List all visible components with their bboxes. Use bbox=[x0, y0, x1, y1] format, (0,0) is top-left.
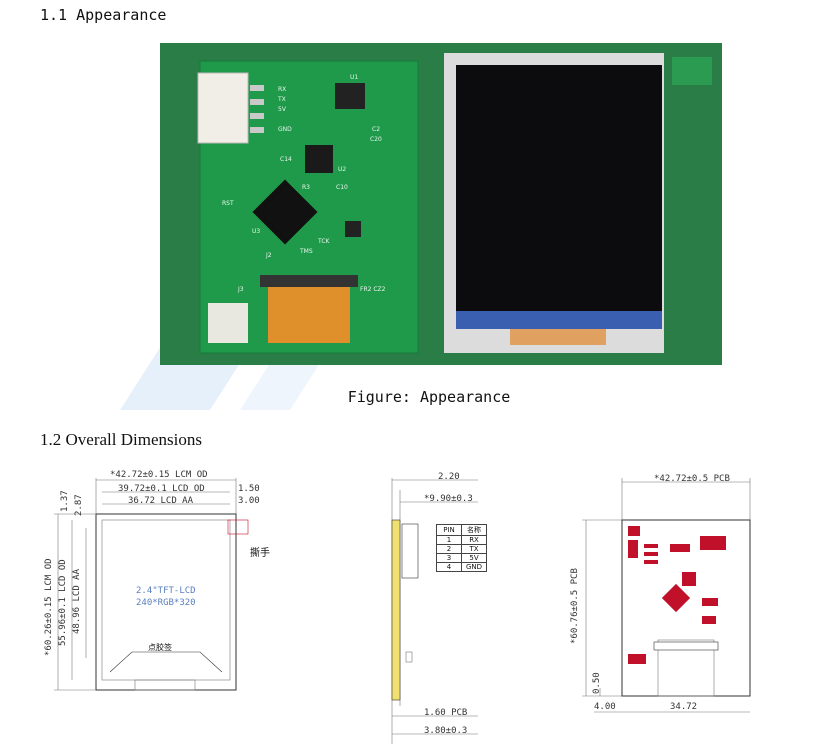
pin-table-cell: GND bbox=[460, 562, 488, 572]
dim-0-50: 0.50 bbox=[592, 672, 602, 694]
silk-j2: J2 bbox=[265, 252, 272, 259]
dim-1-50: 1.50 bbox=[238, 484, 260, 494]
pin-table-cell: 1 bbox=[436, 535, 462, 545]
dispense-label: 点胶签 bbox=[148, 643, 172, 652]
front-drawing-lines bbox=[54, 478, 249, 691]
silk-u3: U3 bbox=[252, 228, 260, 235]
silk-tck: TCK bbox=[317, 238, 331, 245]
dim-lcd-aa-vertical: 48.96 LCD AA bbox=[72, 568, 82, 634]
dim-9-90: *9.90±0.3 bbox=[424, 494, 473, 504]
silk-c10: C10 bbox=[336, 184, 348, 191]
pin-table-cell: 4 bbox=[436, 562, 462, 572]
dim-lcd-aa: 36.72 LCD AA bbox=[128, 496, 194, 506]
fpc-cable bbox=[268, 287, 350, 343]
pin-table-cell: 3 bbox=[436, 553, 462, 563]
dim-3-80: 3.80±0.3 bbox=[424, 726, 468, 736]
side-drawing-lines bbox=[391, 478, 478, 744]
dim-lcm-od: *42.72±0.15 LCM OD bbox=[110, 470, 208, 480]
appearance-photo: RX TX 5V GND U1 U2 U3 C2 C20 C10 R3 RST … bbox=[160, 43, 722, 365]
dim-1-37: 1.37 bbox=[60, 490, 70, 512]
tear-label: 撕手 bbox=[250, 548, 270, 559]
silk-u1: U1 bbox=[350, 74, 358, 81]
pin-table-cell: 5V bbox=[460, 553, 488, 563]
dim-lcd-od-vertical: 55.96±0.1 LCD OD bbox=[58, 559, 68, 646]
silk-fr-cz2: FR2 CZ2 bbox=[360, 286, 386, 293]
silk-u2: U2 bbox=[338, 166, 346, 173]
appearance-heading: 1.1 Appearance bbox=[40, 6, 167, 24]
back-dimension-drawing: *42.72±0.5 PCB *60.76±0.5 PCB 0.50 4.00 … bbox=[570, 468, 770, 730]
back-drawing-lines bbox=[582, 478, 751, 713]
screen-size-label: 2.4"TFT-LCD bbox=[136, 586, 196, 596]
dim-pcb-width: *42.72±0.5 PCB bbox=[654, 474, 730, 484]
silk-j3: J3 bbox=[237, 286, 244, 293]
silk-rx: RX bbox=[278, 86, 286, 93]
regulator-chip bbox=[335, 83, 365, 109]
photo-illustration: RX TX 5V GND U1 U2 U3 C2 C20 C10 R3 RST … bbox=[160, 43, 722, 365]
silk-tx: TX bbox=[277, 96, 286, 103]
screen-resolution-label: 240*RGB*320 bbox=[136, 598, 196, 608]
dim-34-72: 34.72 bbox=[670, 702, 698, 712]
dim-lcd-od: 39.72±0.1 LCD OD bbox=[118, 484, 205, 494]
lcd-screen bbox=[456, 65, 662, 329]
silk-r3: R3 bbox=[302, 184, 310, 191]
silk-5v: 5V bbox=[278, 106, 287, 113]
chip-u2 bbox=[305, 145, 333, 173]
silk-c20: C20 bbox=[370, 136, 382, 143]
silk-rst: RST bbox=[222, 200, 234, 207]
pin-table-cell: RX bbox=[460, 535, 488, 545]
pin-connector bbox=[197, 72, 249, 144]
pin-table-cell: TX bbox=[460, 544, 488, 554]
dim-2-20: 2.20 bbox=[438, 472, 460, 482]
dim-lcm-od-vertical: *60.26±0.15 LCM OD bbox=[44, 558, 54, 656]
dim-4-00: 4.00 bbox=[594, 702, 616, 712]
dim-2-87: 2.87 bbox=[74, 494, 84, 516]
mcu-chip bbox=[252, 179, 318, 245]
silk-gnd: GND bbox=[278, 126, 292, 133]
silk-c2: C2 bbox=[372, 126, 380, 133]
dim-1-60-pcb: 1.60 PCB bbox=[424, 708, 468, 718]
pin-table-cell: PIN bbox=[436, 524, 462, 536]
dim-3-00: 3.00 bbox=[238, 496, 260, 506]
front-dimension-drawing: *42.72±0.15 LCM OD 39.72±0.1 LCD OD 36.7… bbox=[40, 468, 290, 730]
dim-pcb-height: *60.76±0.5 PCB bbox=[570, 568, 580, 644]
pin-table-cell: 2 bbox=[436, 544, 462, 554]
figure-caption: Figure: Appearance bbox=[347, 388, 511, 406]
dimensions-heading: 1.2 Overall Dimensions bbox=[40, 430, 202, 449]
pin-table-cell: 名称 bbox=[460, 524, 488, 536]
silk-c14: C14 bbox=[280, 156, 292, 163]
silk-tms: TMS bbox=[299, 248, 313, 255]
